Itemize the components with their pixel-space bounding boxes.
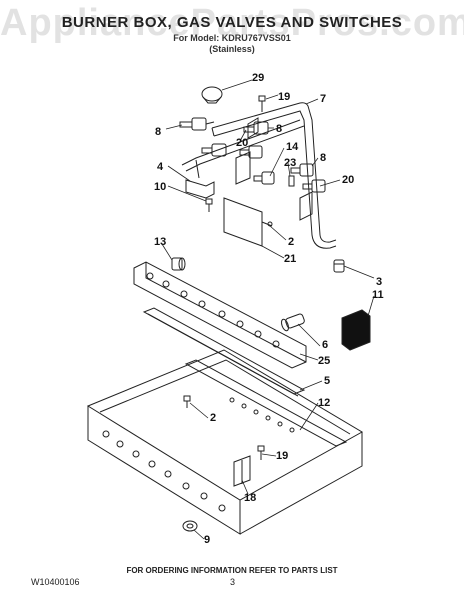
part-4-bracket [185, 179, 215, 199]
callout-21: 21 [284, 253, 296, 265]
callout-23: 23 [284, 157, 296, 169]
callout-2-upper: 2 [288, 236, 294, 248]
callout-19-top: 19 [278, 91, 290, 103]
part-20-bracket-right [299, 191, 313, 221]
part-8-valve-mid [201, 143, 227, 157]
part-29-bracket [201, 86, 223, 104]
callout-11: 11 [372, 289, 384, 301]
part-19-screw-top [258, 95, 266, 112]
callout-20-top: 20 [236, 137, 248, 149]
model-line: For Model: KDRU767VSS01 [173, 33, 291, 43]
part-3-fitting [333, 259, 345, 273]
part-11-spark-module [341, 309, 371, 351]
callout-2-lower: 2 [210, 412, 216, 424]
callout-20-right: 20 [342, 174, 354, 186]
callout-6: 6 [322, 339, 328, 351]
diagram-title: BURNER BOX, GAS VALVES AND SWITCHES [61, 14, 403, 31]
part-20-bracket-top [247, 117, 259, 139]
part-14-switch [253, 171, 275, 185]
ordering-note: FOR ORDERING INFORMATION REFER TO PARTS … [126, 566, 338, 575]
part-12-burner-box [86, 349, 364, 535]
part-8-valve-right-top [290, 163, 314, 177]
callout-18: 18 [244, 492, 256, 504]
callout-3: 3 [376, 276, 382, 288]
variant-label: (Stainless) [209, 44, 255, 54]
callout-10: 10 [154, 181, 166, 193]
part-9-grommet [182, 520, 198, 532]
callout-7: 7 [320, 93, 326, 105]
page-number: 3 [230, 577, 236, 587]
part-8-valve-right [302, 179, 326, 193]
callout-9: 9 [204, 534, 210, 546]
callout-4: 4 [157, 161, 164, 173]
part-13-igniter [171, 257, 186, 271]
part-21-plate [223, 197, 273, 247]
part-2-screw-lower [183, 395, 191, 408]
callout-14: 14 [286, 141, 299, 153]
callout-13: 13 [154, 236, 166, 248]
document-number: W10400106 [31, 577, 80, 587]
part-18-switch-bracket [233, 455, 251, 487]
callout-29: 29 [252, 72, 264, 84]
part-25-front-panel [133, 261, 307, 369]
part-5-rail [142, 307, 306, 397]
part-10-screw [205, 198, 213, 212]
part-23-bracket [235, 151, 295, 187]
part-6-stem [281, 313, 305, 332]
callout-12: 12 [318, 397, 330, 409]
part-19-screw-lower [257, 445, 265, 460]
callout-8-left: 8 [155, 126, 161, 138]
part-7-manifold [181, 102, 337, 249]
callout-8-right: 8 [320, 152, 326, 164]
part-8-valve-left [179, 117, 215, 131]
callout-25: 25 [318, 355, 330, 367]
callout-5: 5 [324, 375, 330, 387]
callout-8-center: 8 [276, 123, 282, 135]
callout-19-lower: 19 [276, 450, 288, 462]
leader-lines [161, 79, 375, 540]
